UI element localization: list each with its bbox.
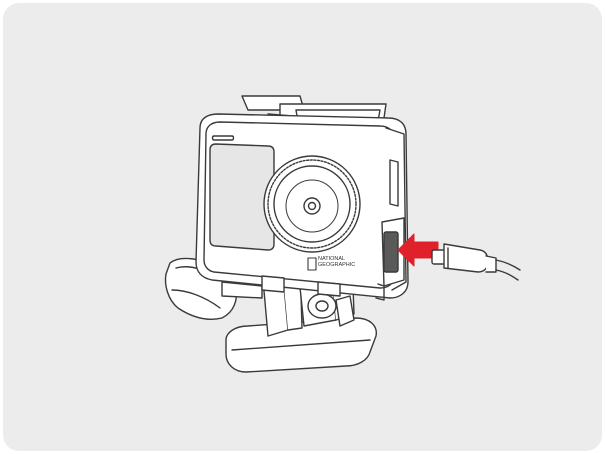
brand-text: NATIONAL GEOGRAPHIC (318, 256, 355, 268)
usb-port (384, 232, 398, 272)
front-screen (210, 136, 274, 250)
brand-logo (308, 258, 316, 270)
brand-line-2: GEOGRAPHIC (318, 262, 355, 268)
usb-c-cable-icon (432, 244, 520, 280)
lens (264, 156, 360, 252)
